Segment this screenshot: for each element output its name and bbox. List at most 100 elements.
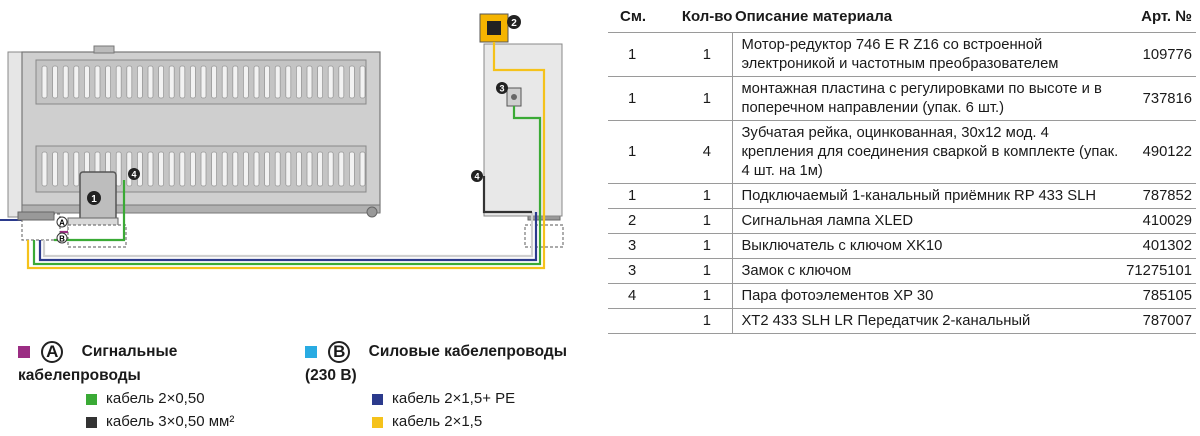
svg-text:3: 3 — [499, 84, 504, 94]
header-sm: См. — [620, 7, 647, 25]
gate-slat — [147, 65, 154, 99]
gate-slat — [306, 151, 313, 187]
gate-slat — [200, 151, 207, 187]
gate-slat — [264, 65, 271, 99]
svg-text:B: B — [59, 235, 65, 244]
cell-qty: 1 — [702, 238, 711, 254]
gate-slat — [264, 151, 271, 187]
callout-1: 1 — [87, 191, 101, 205]
gate-slat — [52, 65, 58, 99]
callout-4-gate: 4 — [128, 168, 140, 180]
signal-color-swatch — [18, 346, 30, 358]
signal-lamp — [479, 13, 509, 43]
right-post — [483, 43, 563, 217]
yellow-swatch — [372, 416, 383, 428]
cell-art: 109776 — [1142, 46, 1192, 63]
gate-slat — [348, 65, 355, 99]
gate-slat — [179, 65, 186, 99]
legend-power-title-2: (230 В) — [305, 367, 357, 384]
legend-item-label: кабель 2×0,50 — [106, 390, 205, 407]
gate-slat — [327, 65, 334, 99]
legend-item-yellow: кабель 2×1,5 — [372, 413, 482, 430]
cell-art: 71275101 — [1126, 263, 1192, 279]
cell-desc: Зубчатая рейка, оцинкованная, 30x12 мод.… — [732, 120, 1121, 184]
cell-sm: 1 — [628, 144, 637, 160]
blue-swatch — [372, 393, 383, 405]
gate-slat — [189, 65, 196, 99]
foundation-motor — [67, 224, 127, 248]
gate-slat — [348, 151, 355, 187]
gate-slat — [94, 65, 101, 99]
gate-slat — [317, 151, 324, 187]
header-art: Арт. № — [1141, 7, 1192, 25]
legend-signal-title-2: кабелепроводы — [18, 367, 141, 384]
cell-sm: 3 — [628, 263, 637, 279]
gate-slat — [317, 65, 324, 99]
legend-item-label: кабель 3×0,50 мм² — [106, 413, 235, 430]
cell-sm: 3 — [628, 238, 637, 254]
gate-slat — [105, 65, 111, 99]
cell-sm — [608, 309, 681, 334]
gate-slat — [168, 65, 175, 99]
gate-slat — [136, 151, 143, 187]
gate-slat — [338, 151, 345, 187]
cell-desc: XT2 433 SLH LR Передатчик 2-канальный — [732, 308, 1121, 334]
cable-mark-a: A — [56, 216, 68, 228]
power-color-swatch — [305, 346, 317, 358]
callout-3: 3 — [496, 82, 508, 94]
gate-slat — [232, 65, 239, 99]
gate-slat — [41, 65, 48, 99]
gate-slat — [274, 65, 281, 99]
cell-qty: 1 — [702, 188, 711, 204]
cell-qty: 1 — [702, 263, 711, 279]
header-qty: Кол-во — [681, 7, 733, 25]
gate-slat — [73, 65, 80, 99]
cell-desc: Сигнальная лампа XLED — [732, 208, 1121, 234]
legend-signal-header: A Сигнальные — [18, 341, 177, 363]
cell-art: 785105 — [1142, 288, 1192, 304]
cell-art: 401302 — [1142, 238, 1192, 254]
cell-sm: 2 — [628, 213, 637, 229]
legend-circle-a: A — [41, 341, 64, 363]
gate-slat — [147, 151, 154, 187]
legend-item-black: кабель 3×0,50 мм² — [86, 413, 234, 430]
gate-slat — [115, 65, 122, 99]
key-switch — [506, 87, 522, 107]
svg-text:4: 4 — [474, 172, 479, 182]
gate-slat — [338, 65, 345, 99]
cell-desc: Подключаемый 1-канальный приёмник RP 433… — [732, 183, 1121, 209]
gate-slat — [295, 151, 302, 187]
cell-qty: 1 — [702, 46, 711, 63]
cell-qty: 1 — [702, 213, 711, 229]
black-swatch — [86, 416, 97, 428]
cell-desc: монтажная пластина с регулировками по вы… — [732, 76, 1121, 121]
cell-qty: 4 — [702, 144, 711, 160]
gate-slat — [221, 65, 228, 99]
legend-signal-title-1: Сигнальные — [81, 343, 178, 361]
legend-circle-b: B — [328, 341, 351, 363]
table-row: 1 4 Зубчатая рейка, оцинкованная, 30x12 мо… — [608, 120, 1196, 184]
gate-slat — [253, 65, 260, 99]
gate-slat — [211, 65, 218, 99]
gate-slat — [115, 151, 122, 187]
cell-desc: Замок с ключом — [732, 258, 1121, 284]
green-swatch — [86, 393, 97, 405]
table-header-row: См. Кол-во Описание материала Арт. № — [608, 0, 1196, 33]
gate-slat — [41, 151, 48, 187]
gate-slat — [359, 65, 366, 99]
callout-4-post: 4 — [471, 170, 483, 182]
svg-text:4: 4 — [131, 170, 136, 180]
cable-runs — [26, 42, 546, 270]
gate-slat — [242, 65, 249, 99]
legend-item-label: кабель 2×1,5+ PE — [392, 390, 516, 407]
gate-slat — [158, 151, 165, 187]
cell-sm: 1 — [628, 90, 637, 107]
gate-slat — [179, 151, 186, 187]
gate-slat — [306, 65, 313, 99]
legend-item-blue: кабель 2×1,5+ PE — [372, 390, 515, 407]
